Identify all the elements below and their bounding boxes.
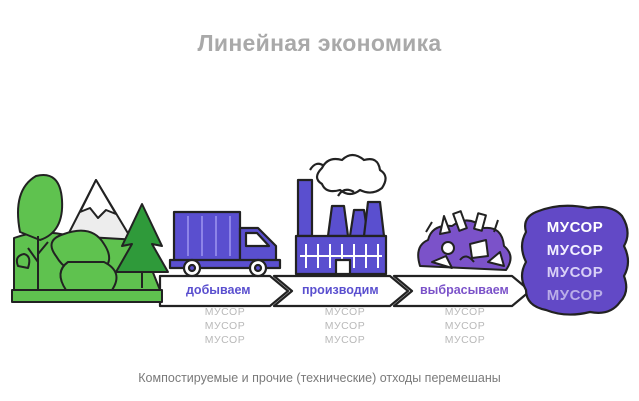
waste-list-extract: МУСОР МУСОР МУСОР [185,305,265,347]
stage-label-discard: выбрасываем [420,283,509,297]
final-waste-labels: МУСОР МУСОР МУСОР МУСОР [528,217,622,307]
factory-icon [294,153,388,276]
final-waste-label: МУСОР [546,286,604,304]
waste-label: МУСОР [444,306,486,318]
garbage-pile-icon [417,210,512,271]
waste-label: МУСОР [204,306,246,318]
final-waste-label: МУСОР [546,219,604,236]
waste-list-produce: МУСОР МУСОР МУСОР [305,305,385,347]
footer-note: Компостируемые и прочие (технические) от… [138,371,501,385]
truck-icon [168,210,282,278]
process-arrow [158,274,532,308]
waste-label: МУСОР [324,306,366,318]
waste-label: МУСОР [204,320,246,332]
waste-label: МУСОР [204,334,246,346]
garbage-cloud-icon [520,204,630,316]
waste-label: МУСОР [324,334,366,346]
waste-label: МУСОР [444,320,486,332]
waste-label: МУСОР [324,320,366,332]
waste-list-discard: МУСОР МУСОР МУСОР [425,305,505,347]
stage-label-produce: производим [302,283,379,297]
final-waste-label: МУСОР [546,241,604,259]
final-waste-label: МУСОР [546,264,604,281]
diagram-title: Линейная экономика [197,30,442,56]
waste-label: МУСОР [444,334,486,346]
forest-mountain-icon [11,174,169,303]
stage-label-extract: добываем [186,283,251,297]
